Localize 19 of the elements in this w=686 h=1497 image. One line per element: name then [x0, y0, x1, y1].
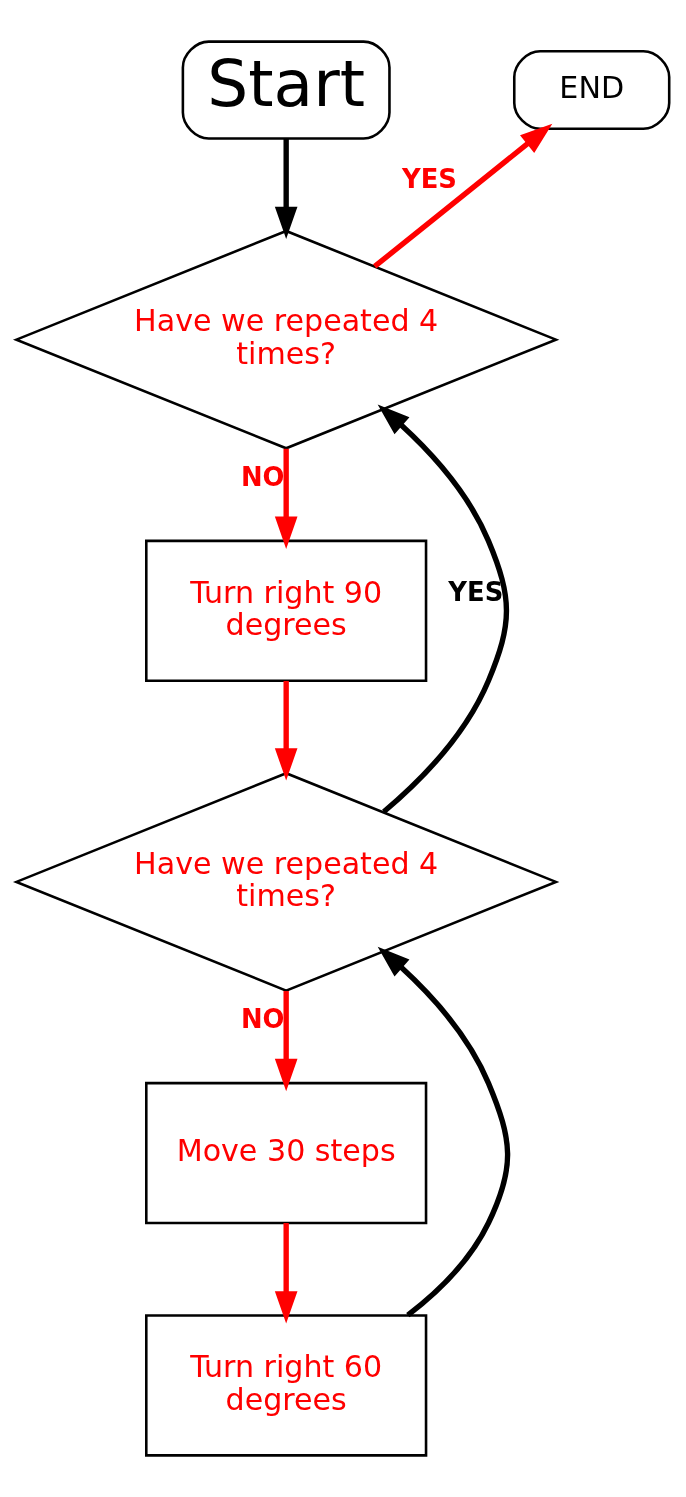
arrow [274, 448, 298, 549]
node-diamond: Have we repeated 4 times? [12, 229, 560, 450]
arrow [377, 946, 511, 1318]
arrow [274, 1223, 298, 1324]
edge-label: NO [240, 461, 285, 492]
arrow [274, 138, 298, 240]
node-box: Move 30 steps [145, 1081, 428, 1225]
node-box: Turn right 60 degrees [145, 1314, 428, 1457]
arrow [274, 991, 298, 1092]
node-box: Start [181, 40, 391, 140]
edge-label: YES [448, 577, 504, 608]
node-box: Turn right 90 degrees [145, 539, 428, 682]
edge-label: NO [240, 1004, 285, 1035]
node-box: END [513, 50, 671, 131]
node-diamond: Have we repeated 4 times? [12, 771, 560, 992]
edge-label: YES [401, 164, 457, 195]
arrow [373, 123, 553, 269]
arrow [377, 404, 510, 814]
arrow [274, 680, 298, 781]
